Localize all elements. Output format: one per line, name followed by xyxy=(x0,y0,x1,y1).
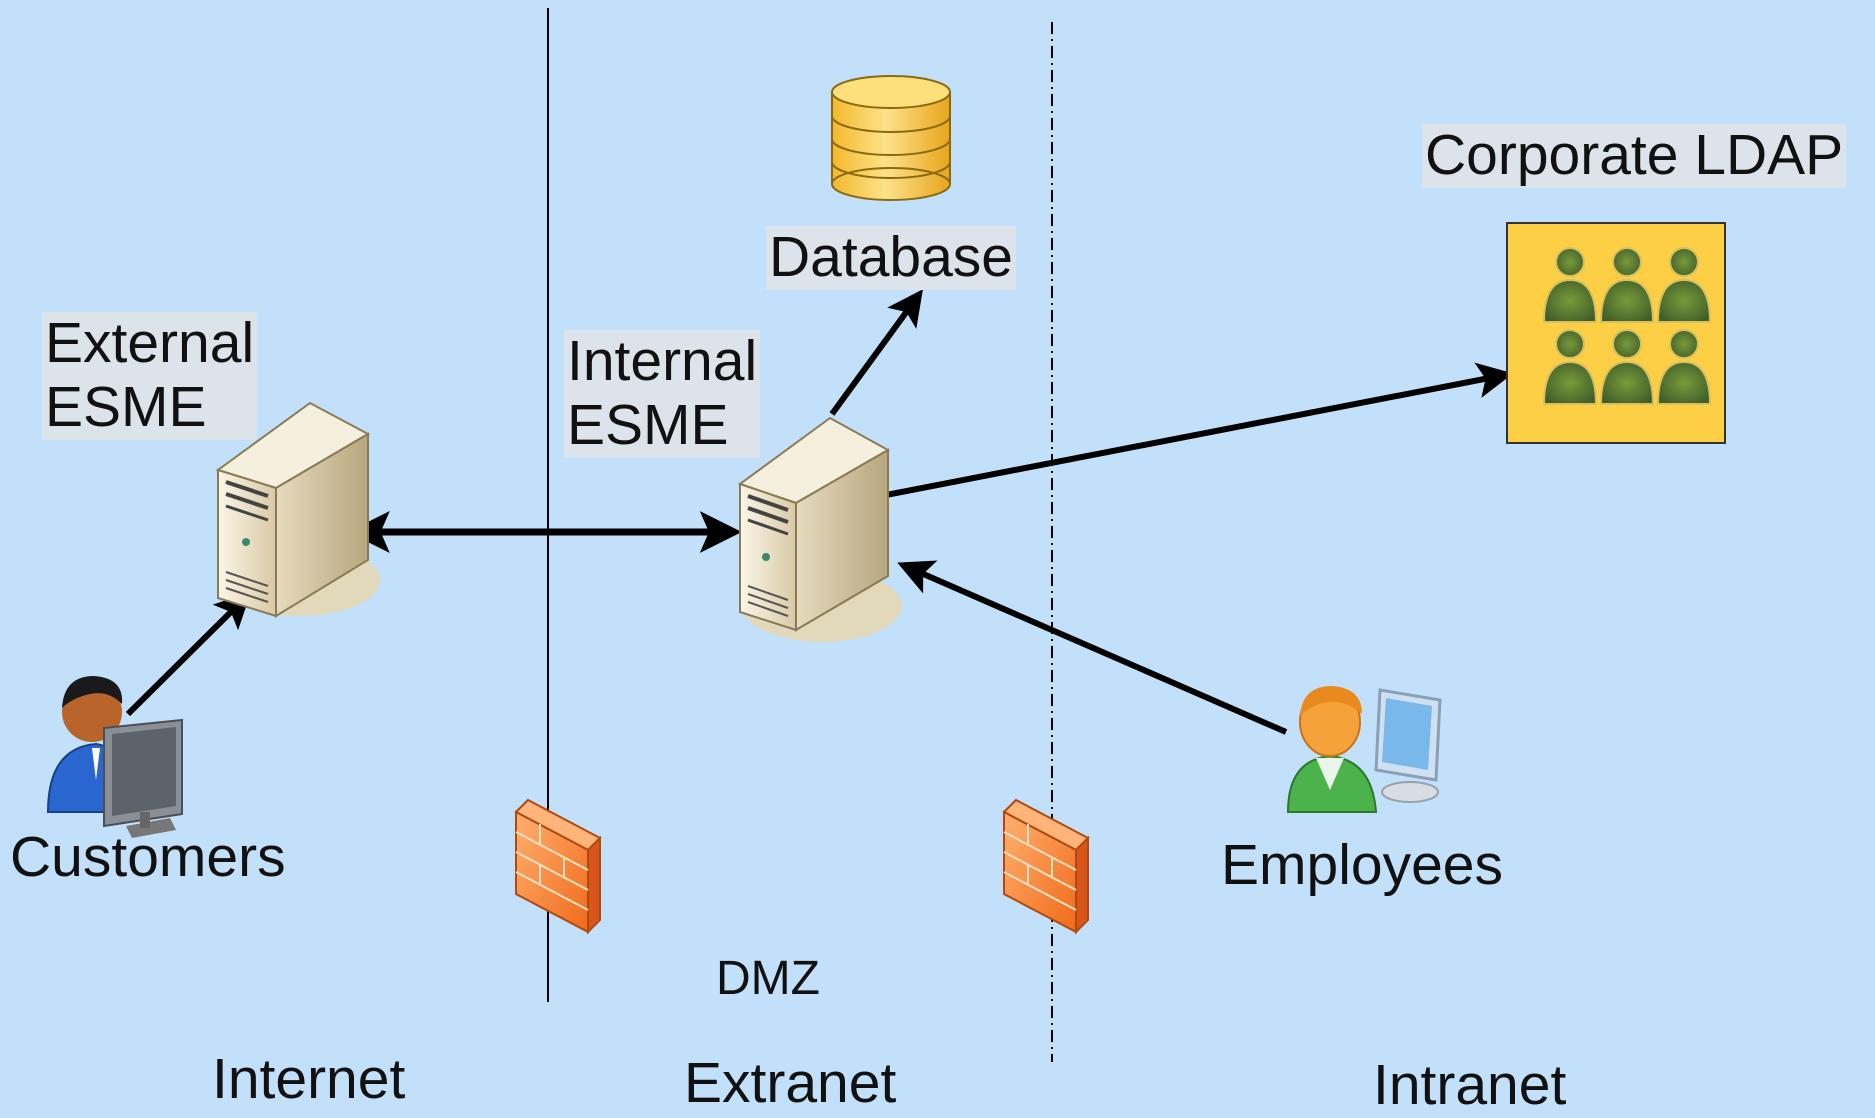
corporate-ldap-icon xyxy=(1506,222,1726,444)
internal-esme-label: Internal ESME xyxy=(564,329,761,458)
ldap-users-icon xyxy=(1542,247,1712,405)
database-label: Database xyxy=(766,225,1017,290)
internal-esme-to-database-arrow xyxy=(829,289,923,416)
external-esme-server-icon xyxy=(215,401,380,618)
internal-esme-to-ldap-arrow xyxy=(885,362,1514,498)
firewall-icon xyxy=(514,798,602,935)
firewall-icon xyxy=(1002,798,1090,935)
customer-to-external-esme-arrow xyxy=(125,592,251,717)
internal-esme-server-icon xyxy=(737,416,902,642)
customer-user-icon xyxy=(46,676,183,838)
corporate-ldap-label: Corporate LDAP xyxy=(1422,123,1847,188)
zone-label-extranet: Extranet xyxy=(684,1051,897,1115)
zone-label-internet: Internet xyxy=(212,1047,406,1111)
employee-user-icon xyxy=(1286,686,1442,813)
external-esme-label: External ESME xyxy=(42,311,258,440)
database-icon xyxy=(831,75,951,201)
zone-label-intranet: Intranet xyxy=(1373,1053,1567,1117)
employees-label: Employees xyxy=(1221,833,1503,897)
employees-to-internal-esme-arrow xyxy=(897,560,1288,735)
customers-label: Customers xyxy=(10,825,286,889)
dmz-label: DMZ xyxy=(716,952,820,1005)
